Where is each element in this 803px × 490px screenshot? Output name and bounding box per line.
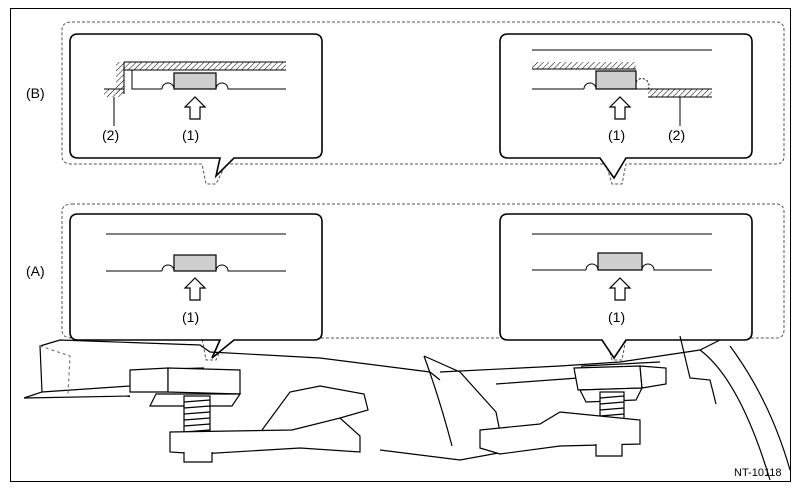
figure-code: NT-10118 bbox=[734, 467, 782, 479]
b-right-detail bbox=[532, 49, 712, 126]
vehicle-floor-illustration bbox=[23, 335, 791, 481]
b-left-pad bbox=[173, 72, 217, 90]
b-right-part-label: (2) bbox=[668, 127, 685, 143]
a-left-arrow-label: (1) bbox=[182, 309, 199, 325]
a-left-up-arrow bbox=[183, 277, 207, 301]
b-left-arrow-label: (1) bbox=[182, 127, 199, 143]
a-right-arrow-label: (1) bbox=[608, 309, 625, 325]
a-right-detail bbox=[532, 233, 712, 301]
b-left-up-arrow bbox=[183, 96, 207, 120]
a-right-up-arrow bbox=[608, 277, 632, 301]
b-right-arrow-label: (1) bbox=[608, 127, 625, 143]
row-label-b: (B) bbox=[26, 85, 45, 101]
a-left-detail bbox=[106, 233, 286, 301]
b-left-detail bbox=[104, 61, 286, 126]
b-right-pad bbox=[595, 70, 637, 90]
b-left-part-label: (2) bbox=[102, 127, 119, 143]
a-left-pad bbox=[173, 254, 217, 272]
row-label-a: (A) bbox=[26, 263, 45, 279]
b-right-up-arrow bbox=[608, 96, 632, 120]
a-right-pad bbox=[597, 252, 643, 271]
